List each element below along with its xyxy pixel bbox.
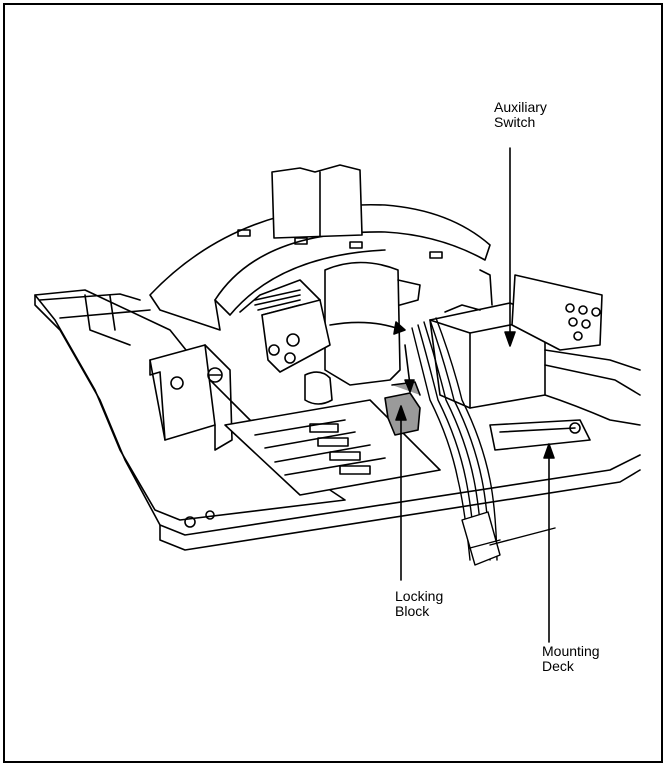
wire-harness [411,317,556,566]
auxiliary-switch-label-line1: Auxiliary [494,99,547,115]
slotted-plate [224,399,591,496]
right-panel [479,269,641,426]
auxiliary-switch-callout: Auxiliary Switch [494,100,547,130]
base-bolts [184,422,581,528]
operating-arm [261,261,421,405]
left-bracket [149,344,233,451]
mounting-deck-callout: Mounting Deck [542,644,600,674]
callout-leaders [329,147,555,643]
locking-block-callout: Locking Block [395,589,443,619]
top-tab [271,164,363,239]
locking-block-label-line1: Locking [395,588,444,604]
mounting-deck-label-line2: Deck [542,658,574,674]
locking-block-label-line2: Block [395,603,430,619]
mounting-deck-label-line1: Mounting [542,643,600,659]
auxiliary-switch-label-line2: Switch [494,114,536,130]
